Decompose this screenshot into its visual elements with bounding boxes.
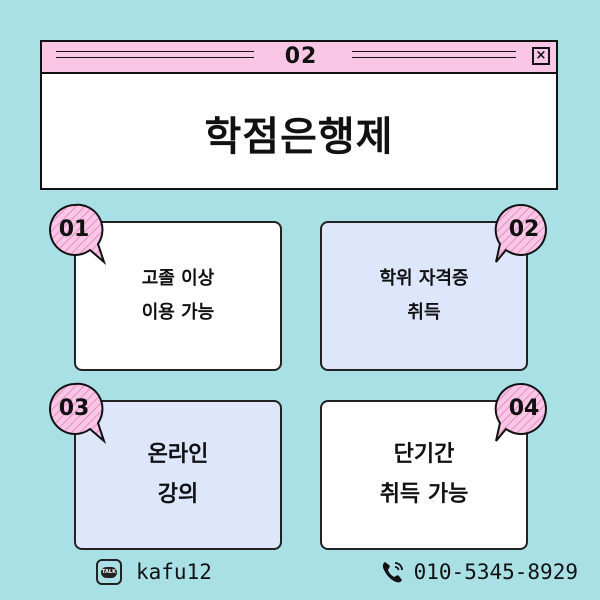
titlebar-lines-left	[56, 51, 254, 63]
talk-icon-label: TALK	[101, 566, 117, 578]
feature-card-4: 단기간 취득 가능	[320, 400, 528, 550]
badge-04: 04	[492, 381, 554, 443]
window-titlebar: 02 ×	[42, 42, 556, 74]
card-line: 강의	[157, 482, 199, 507]
page-title: 학점은행제	[204, 114, 394, 160]
badge-number: 02	[508, 217, 540, 242]
badge-number: 04	[508, 396, 540, 421]
feature-card-1: 고졸 이상 이용 가능	[74, 221, 282, 371]
speech-bubble-icon	[49, 203, 107, 266]
card-text: 단기간 취득 가능	[380, 435, 469, 515]
kakao-id: kafu12	[136, 560, 212, 584]
feature-card-3: 온라인 강의	[74, 400, 282, 550]
titlebar-lines-right	[352, 51, 516, 63]
card-line: 학위 자격증	[379, 268, 469, 289]
badge-02: 02	[492, 202, 554, 264]
badge-number: 01	[58, 217, 90, 242]
speech-bubble-icon	[49, 382, 107, 445]
badge-01: 01	[46, 202, 108, 266]
title-window: 02 × 학점은행제	[40, 40, 558, 190]
card-line: 취득	[407, 302, 441, 323]
speech-bubble-icon	[494, 203, 547, 263]
card-text: 온라인 강의	[148, 435, 209, 515]
close-icon[interactable]: ×	[532, 47, 550, 65]
phone-icon	[382, 562, 403, 583]
feature-card-2: 학위 자격증 취득	[320, 221, 528, 371]
badge-03: 03	[46, 381, 108, 445]
badge-number: 03	[58, 396, 90, 421]
kakao-contact[interactable]: TALK kafu12	[96, 556, 212, 588]
phone-number: 010-5345-8929	[413, 560, 578, 584]
window-number: 02	[284, 44, 318, 69]
card-line: 취득 가능	[379, 482, 469, 507]
kakaotalk-icon: TALK	[96, 559, 122, 585]
card-text: 학위 자격증 취득	[379, 262, 468, 330]
card-line: 고졸 이상	[141, 268, 215, 289]
card-line: 이용 가능	[141, 302, 215, 323]
card-text: 고졸 이상 이용 가능	[142, 262, 215, 330]
speech-bubble-icon	[494, 382, 547, 442]
phone-contact[interactable]: 010-5345-8929	[380, 556, 578, 588]
card-line: 온라인	[147, 442, 209, 467]
card-line: 단기간	[393, 442, 455, 467]
